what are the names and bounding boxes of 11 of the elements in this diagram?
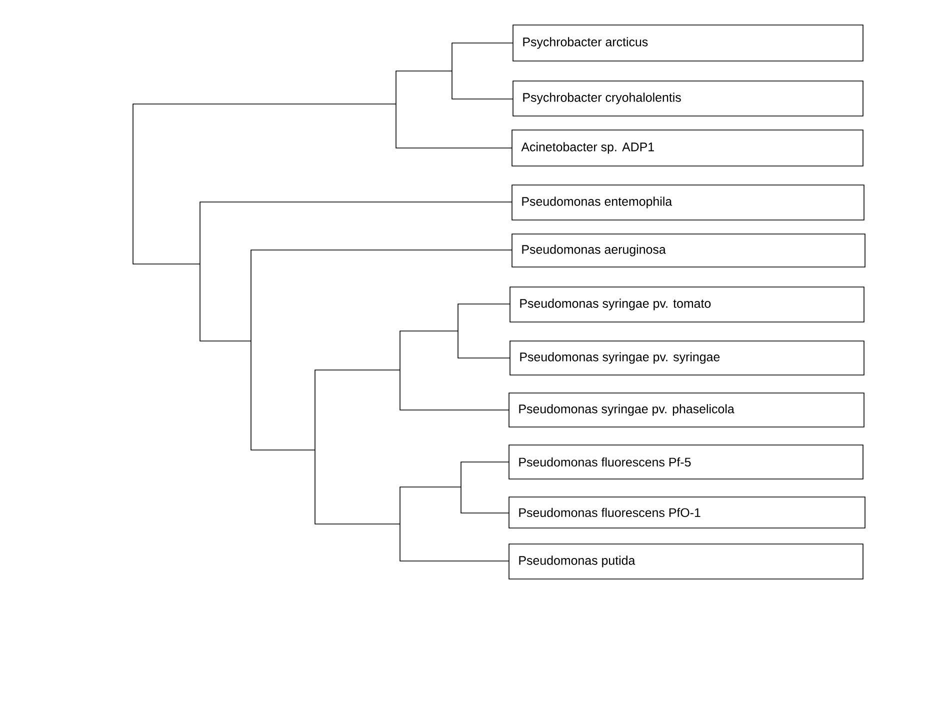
leaf-box: Pseudomonas syringae pv. phaselicola (508, 392, 864, 428)
leaf-box: Psychrobacter cryohalolentis (512, 80, 864, 116)
leaf-box: Pseudomonas aeruginosa (512, 234, 866, 268)
leaf-box: Pseudomonas putida (508, 544, 864, 580)
leaf-box: Pseudomonas syringae pv. syringae (510, 340, 864, 376)
leaf-box: Pseudomonas entemophila (512, 184, 864, 220)
leaf-box: Psychrobacter arcticus (512, 24, 864, 62)
leaf-box: Acinetobacter sp. ADP1 (512, 130, 864, 166)
leaf-box: Pseudomonas fluorescens PfO-1 (508, 496, 866, 528)
leaf-box: Pseudomonas fluorescens Pf-5 (508, 444, 864, 480)
leaf-box: Pseudomonas syringae pv. tomato (510, 286, 864, 322)
